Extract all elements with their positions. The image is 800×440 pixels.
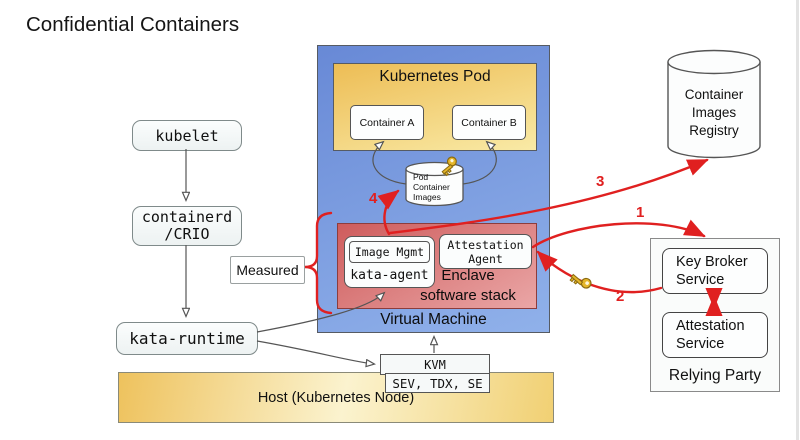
kubernetes-pod-box: Kubernetes Pod Container A Container B (333, 63, 537, 151)
arrow-kata-runtime-to-kvm (256, 340, 374, 364)
pod-images-label: Pod Container Images (413, 172, 450, 202)
image-mgmt-label: Image Mgmt (354, 245, 425, 259)
key-broker-service-box: Key Broker Service (662, 248, 768, 294)
relying-party-box: Key Broker Service Attestation Service R… (650, 238, 780, 392)
attestation-agent-label-line2: Agent (468, 251, 503, 266)
registry-cylinder-top (667, 49, 761, 75)
attestation-service-label-line2: Service (676, 336, 725, 352)
pod-images-label-line1: Pod (413, 172, 429, 182)
registry-label-line1: Container (684, 87, 744, 102)
measured-label-box: Measured (230, 256, 305, 284)
kubernetes-pod-title: Kubernetes Pod (379, 68, 491, 85)
tee-techs-label: SEV, TDX, SE (392, 375, 483, 391)
kbs-label-line1: Key Broker (676, 254, 748, 270)
flow-label-1: 1 (636, 204, 645, 221)
flow-label-3: 3 (596, 173, 605, 190)
virtual-machine-label: Virtual Machine (380, 311, 487, 328)
attestation-service-label-line1: Attestation (676, 318, 745, 334)
kubelet-label: kubelet (155, 126, 219, 145)
enclave-stack-label-line1: Enclave (441, 267, 495, 284)
enclave-software-stack-box: Image Mgmt kata-agent Attestation Agent … (337, 223, 537, 309)
slide-edge-divider (796, 0, 799, 440)
containerd-label-line1: containerd (141, 208, 233, 226)
kubelet-node: kubelet (132, 120, 242, 151)
attestation-service-box: Attestation Service (662, 312, 768, 358)
host-label: Host (Kubernetes Node) (257, 389, 415, 406)
kbs-label-line2: Service (676, 272, 725, 288)
attestation-agent-box: Attestation Agent (439, 234, 532, 269)
flow-label-2: 2 (616, 288, 625, 305)
container-a-label: Container A (359, 116, 415, 129)
arrow-2-kbs-to-attestation-agent (536, 250, 663, 294)
pod-images-label-line2: Container (413, 182, 450, 192)
container-a-box: Container A (350, 105, 424, 140)
kvm-node: KVM (380, 354, 490, 375)
containerd-label-line2: /CRIO (164, 225, 210, 243)
kata-runtime-label: kata-runtime (129, 329, 245, 348)
attestation-agent-label-line1: Attestation (447, 237, 524, 252)
kata-agent-box: Image Mgmt kata-agent (344, 236, 435, 288)
registry-label: Container Images Registry (668, 86, 760, 140)
registry-label-line3: Registry (689, 123, 739, 138)
enclave-stack-label: Enclave software stack (400, 266, 536, 306)
container-b-box: Container B (452, 105, 526, 140)
measured-label: Measured (236, 262, 299, 278)
pod-images-label-line3: Images (413, 192, 441, 202)
page-title: Confidential Containers (26, 13, 240, 36)
image-mgmt-box: Image Mgmt (349, 241, 430, 263)
flow-label-4: 4 (369, 190, 378, 207)
containerd-crio-node: containerd /CRIO (132, 206, 242, 246)
registry-label-line2: Images (691, 105, 737, 120)
kata-runtime-node: kata-runtime (116, 322, 258, 355)
key-icon (569, 273, 592, 289)
tee-techs-node: SEV, TDX, SE (385, 373, 490, 393)
container-b-label: Container B (461, 116, 517, 129)
kvm-label: KVM (424, 357, 446, 372)
enclave-stack-label-line2: software stack (420, 287, 516, 304)
relying-party-label: Relying Party (668, 367, 762, 384)
kata-agent-label: kata-agent (350, 268, 429, 283)
